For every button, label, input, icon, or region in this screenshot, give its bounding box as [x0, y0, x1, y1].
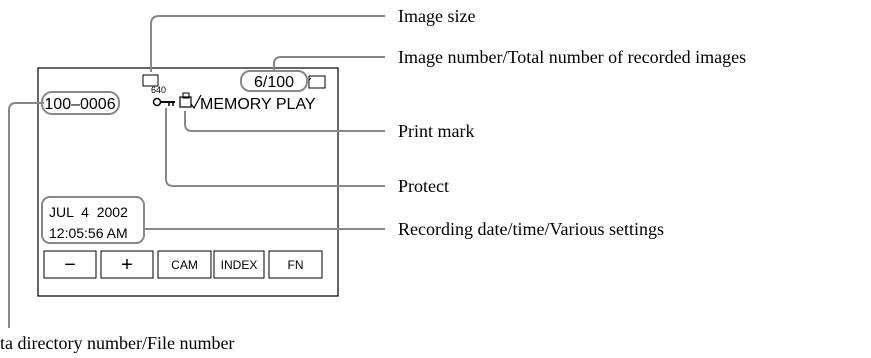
index-button-label: INDEX [221, 258, 258, 272]
screen-frame [37, 67, 339, 297]
mode-label: MEMORY PLAY [200, 96, 316, 113]
image-count: 6/100 [254, 74, 294, 91]
minus-button[interactable]: − [43, 250, 97, 279]
fn-button[interactable]: FN [268, 250, 323, 279]
fn-button-label: FN [288, 258, 304, 272]
image-size-value: 640 [151, 85, 166, 95]
leader-image-number [273, 56, 385, 70]
image-size-icon: 640 [142, 74, 166, 95]
leader-protect [165, 108, 385, 187]
leader-print-mark [184, 111, 385, 132]
memory-card-icon [308, 75, 326, 89]
callout-image-size: Image size [398, 6, 475, 26]
callout-image-number: Image number/Total number of recorded im… [398, 47, 746, 67]
index-button[interactable]: INDEX [213, 250, 265, 279]
minus-button-label: − [64, 254, 76, 276]
cam-button[interactable]: CAM [157, 250, 212, 279]
callout-recording-date: Recording date/time/Various settings [398, 219, 664, 239]
callout-print-mark: Print mark [398, 121, 475, 141]
callout-protect: Protect [398, 176, 449, 196]
plus-button[interactable]: + [100, 250, 154, 279]
callout-directory: ta directory number/File number [0, 333, 234, 353]
leader-image-size [150, 15, 385, 72]
cam-button-label: CAM [171, 258, 198, 272]
recording-date: JUL 4 2002 [49, 204, 128, 220]
file-number: 100–0006 [44, 96, 115, 113]
plus-button-label: + [121, 254, 133, 276]
protect-key-icon [152, 97, 175, 107]
image-count-highlight [240, 70, 308, 92]
date-time-highlight [41, 196, 145, 244]
print-mark-icon [179, 92, 202, 110]
recording-time: 12:05:56 AM [49, 225, 128, 241]
leader-directory [8, 102, 44, 328]
